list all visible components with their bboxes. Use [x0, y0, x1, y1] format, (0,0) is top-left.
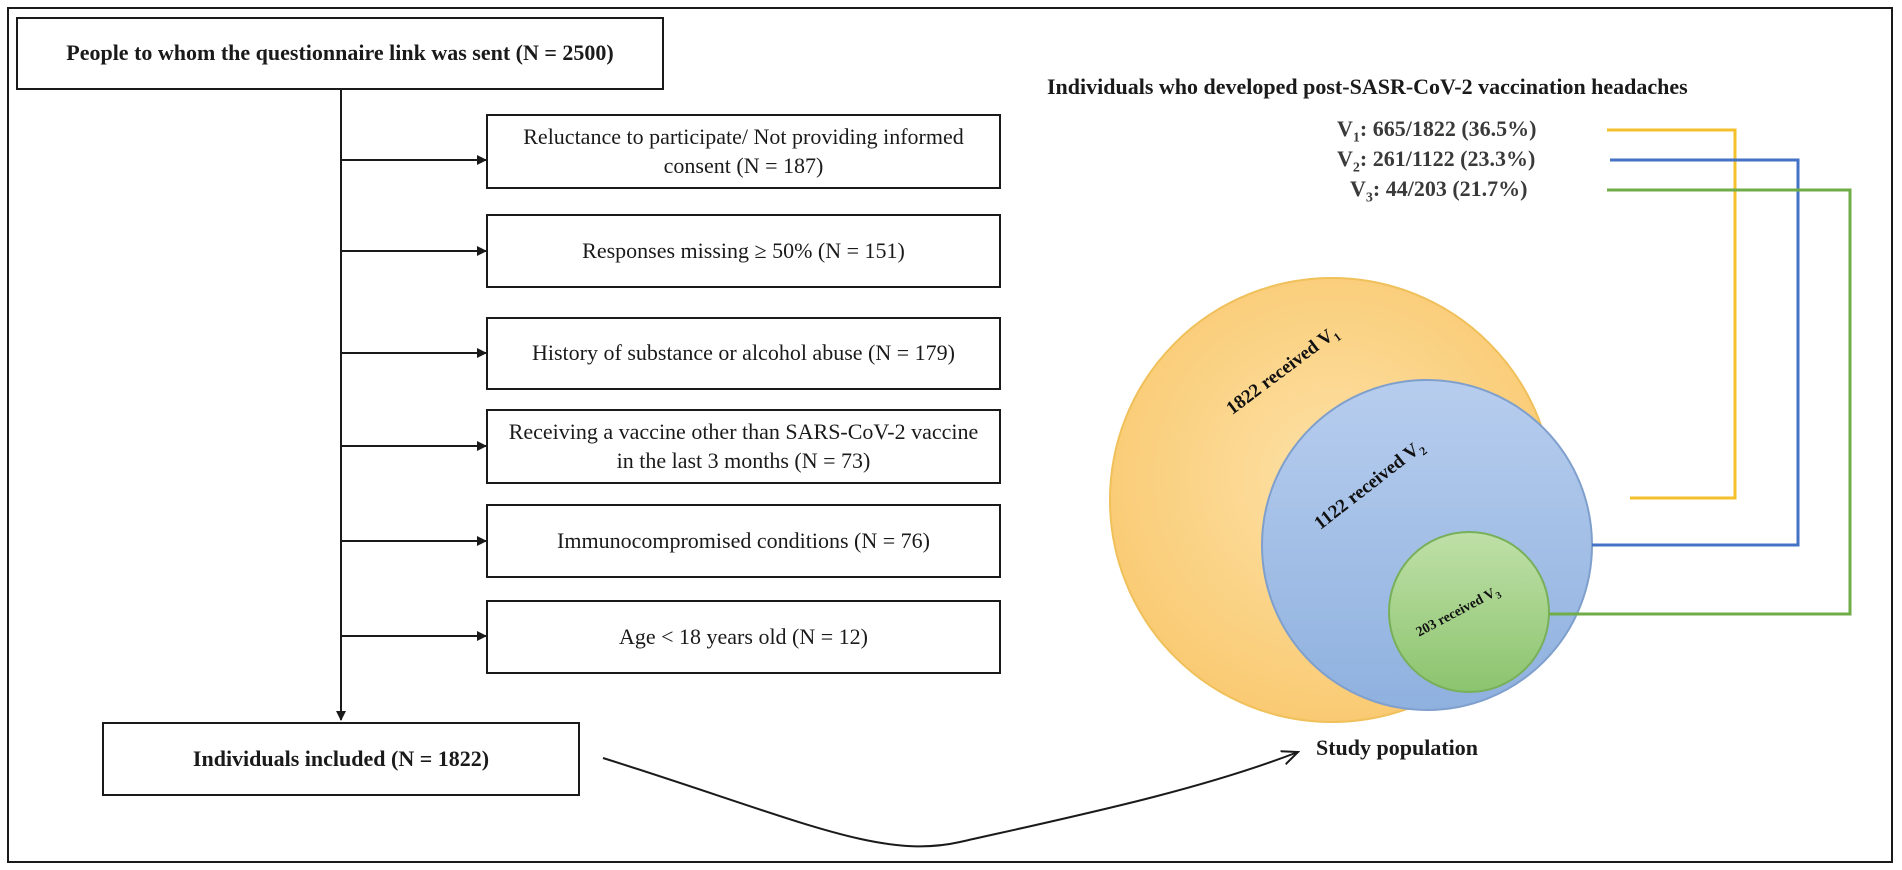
exclusion-box-1: Reluctance to participate/ Not providing…	[486, 114, 1001, 189]
headache-row-v2: V2: 261/1122 (23.3%)	[1337, 146, 1536, 176]
exclusion-box-6: Age < 18 years old (N = 12)	[486, 600, 1001, 674]
exclusion-box-5: Immunocompromised conditions (N = 76)	[486, 504, 1001, 578]
top-box: People to whom the questionnaire link wa…	[16, 17, 664, 90]
exclusion-box-4: Receiving a vaccine other than SARS-CoV-…	[486, 409, 1001, 484]
exclusion-box-3: History of substance or alcohol abuse (N…	[486, 317, 1001, 390]
headache-row-v1: V1: 665/1822 (36.5%)	[1337, 116, 1537, 146]
headache-title: Individuals who developed post-SASR-CoV-…	[1047, 74, 1688, 99]
figure-frame	[7, 7, 1893, 863]
connector-v3	[1549, 188, 1852, 616]
circle-v3	[1388, 531, 1550, 693]
headache-row-v3: V3: 44/203 (21.7%)	[1350, 176, 1528, 206]
curved-arrow	[602, 752, 1298, 848]
connector-v1	[1607, 128, 1737, 500]
bottom-box: Individuals included (N = 1822)	[102, 722, 580, 796]
study-population-caption: Study population	[1316, 735, 1479, 760]
connector-v2	[1592, 158, 1800, 547]
exclusion-box-2: Responses missing ≥ 50% (N = 151)	[486, 214, 1001, 288]
